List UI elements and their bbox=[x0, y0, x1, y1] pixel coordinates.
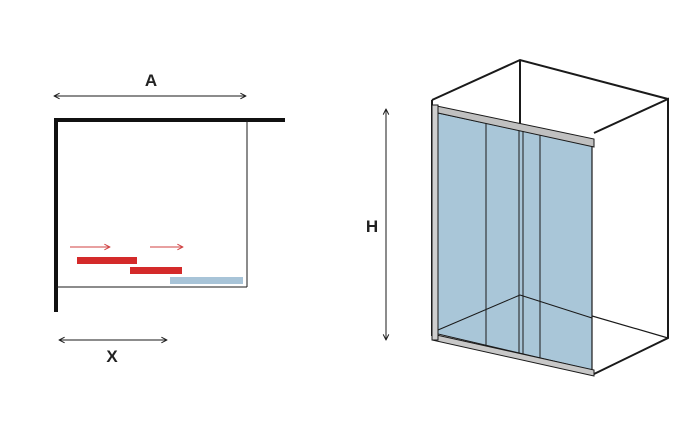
width-dimension-label: A bbox=[145, 71, 157, 90]
opening-dimension-label: X bbox=[106, 347, 118, 366]
sliding-door-panel-1 bbox=[77, 257, 137, 264]
left-frame-post bbox=[431, 104, 439, 341]
fixed-glass-panel bbox=[170, 277, 243, 284]
height-dimension-label: H bbox=[366, 217, 378, 236]
interior-floor-left bbox=[437, 294, 521, 331]
interior-floor-right bbox=[519, 294, 593, 319]
sliding-door-panel-2 bbox=[130, 267, 182, 274]
glass-front-panels bbox=[437, 112, 593, 371]
front-view: H bbox=[366, 58, 669, 377]
plan-view: A X bbox=[54, 71, 285, 366]
room-back-edges bbox=[431, 58, 669, 101]
room-right-wall bbox=[593, 97, 669, 375]
